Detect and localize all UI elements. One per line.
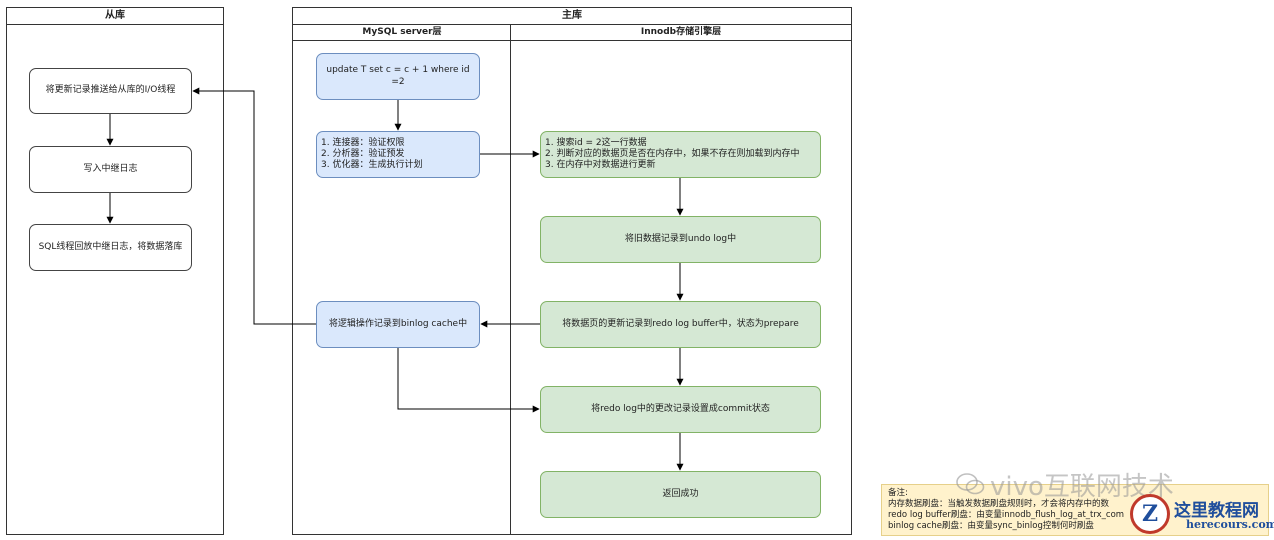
search-row-box: 1. 搜索id = 2这一行数据 2. 判断对应的数据页是否在内存中，如果不存在… [540, 131, 821, 178]
sql-thread-replay-box: SQL线程回放中继日志，将数据落库 [29, 224, 192, 271]
logo-url: herecours.com [1186, 518, 1274, 531]
note-line-1: 备注: [888, 488, 908, 498]
search-line-2: 2. 判断对应的数据页是否在内存中，如果不存在则加载到内存中 [545, 148, 800, 159]
search-line-1: 1. 搜索id = 2这一行数据 [545, 137, 647, 148]
redo-commit-box: 将redo log中的更改记录设置成commit状态 [540, 386, 821, 433]
redo-log-buffer-box: 将数据页的更新记录到redo log buffer中，状态为prepare [540, 301, 821, 348]
mysql-layer-title: MySQL server层 [293, 24, 511, 41]
write-relay-log-box: 写入中继日志 [29, 146, 192, 193]
return-success-box: 返回成功 [540, 471, 821, 518]
wechat-icon [956, 473, 985, 495]
note-line-2: 内存数据刷盘：当触发数据刷盘规则时，才会将内存中的数 [888, 499, 1110, 509]
note-box: 备注: 内存数据刷盘：当触发数据刷盘规则时，才会将内存中的数 redo log … [881, 484, 1269, 536]
note-line-4: binlog cache刷盘：由变量sync_binlog控制何时刷盘 [888, 521, 1094, 531]
steps-line-3: 3. 优化器：生成执行计划 [321, 160, 423, 171]
binlog-cache-box: 将逻辑操作记录到binlog cache中 [316, 301, 480, 348]
replica-lane-title: 从库 [7, 8, 223, 25]
site-logo: Z 这里教程网 herecours.com [1130, 490, 1274, 536]
connector-analyzer-optimizer-box: 1. 连接器：验证权限 2. 分析器：验证预发 3. 优化器：生成执行计划 [316, 131, 480, 178]
undo-log-box: 将旧数据记录到undo log中 [540, 216, 821, 263]
logo-name: 这里教程网 [1174, 501, 1259, 521]
push-to-io-thread-box: 将更新记录推送给从库的I/O线程 [29, 68, 192, 114]
master-lane-title: 主库 [293, 8, 851, 25]
logo-mark: Z [1130, 494, 1170, 534]
layer-divider [510, 24, 511, 534]
update-sql-box: update T set c = c + 1 where id =2 [316, 53, 480, 100]
innodb-layer-title: Innodb存储引擎层 [511, 24, 851, 41]
note-line-3: redo log buffer刷盘：由变量innodb_flush_log_at… [888, 510, 1125, 520]
steps-line-1: 1. 连接器：验证权限 [321, 137, 405, 148]
search-line-3: 3. 在内存中对数据进行更新 [545, 160, 656, 171]
steps-line-2: 2. 分析器：验证预发 [321, 148, 405, 159]
